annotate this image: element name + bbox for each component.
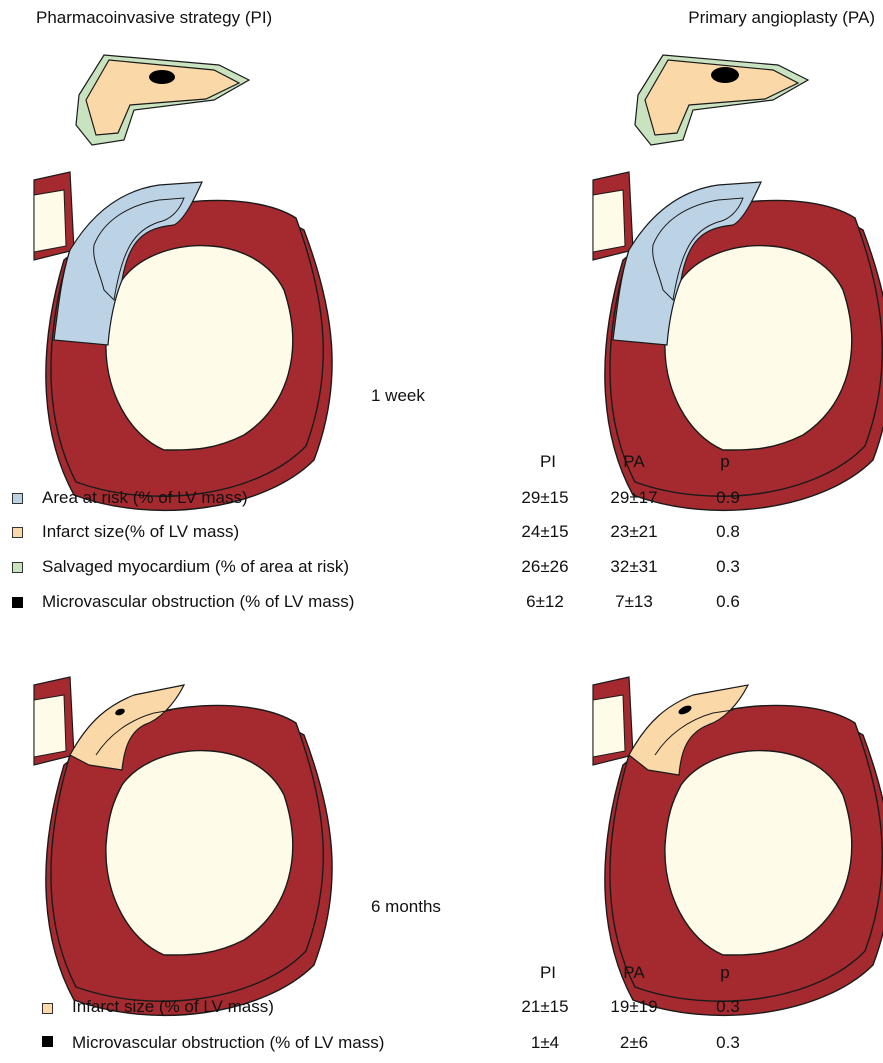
value-pi: 1±4 (505, 1033, 585, 1053)
value-pa: 32±31 (594, 557, 674, 577)
swatch-mvo (42, 1036, 53, 1047)
value-pa: 2±6 (594, 1033, 674, 1053)
left-column-title: Pharmacoinvasive strategy (PI) (36, 8, 272, 28)
swatch-salvaged (12, 562, 23, 573)
value-p: 0.3 (688, 1033, 768, 1053)
value-pa: 7±13 (594, 592, 674, 612)
value-pi: 6±12 (505, 592, 585, 612)
row-label: Microvascular obstruction (% of LV mass) (42, 592, 354, 612)
pi-1week-extracted-segment (76, 55, 249, 145)
col-header-pi: PI (508, 963, 588, 983)
value-p: 0.3 (688, 557, 768, 577)
value-p: 0.8 (688, 522, 768, 542)
col-header-p: p (685, 963, 765, 983)
pa-1week-extracted-segment (635, 55, 808, 145)
value-pa: 29±17 (594, 488, 674, 508)
row-label: Area at risk (% of LV mass) (42, 488, 248, 508)
value-pi: 26±26 (505, 557, 585, 577)
timepoint-label-1week: 1 week (371, 386, 425, 406)
row-label: Microvascular obstruction (% of LV mass) (72, 1033, 384, 1053)
value-pi: 24±15 (505, 522, 585, 542)
value-p: 0.6 (688, 592, 768, 612)
pi-1week-heart-diagram (34, 55, 324, 430)
right-column-title: Primary angioplasty (PA) (688, 8, 875, 28)
swatch-infarct (12, 527, 23, 538)
swatch-infarct (42, 1003, 53, 1014)
row-label: Salvaged myocardium (% of area at risk) (42, 557, 349, 577)
col-header-p: p (685, 452, 765, 472)
value-pa: 19±19 (594, 997, 674, 1017)
pa-1week-heart-diagram (593, 55, 883, 430)
col-header-pa: PA (594, 963, 674, 983)
pa-6months-heart-diagram (593, 655, 883, 945)
col-header-pa: PA (594, 452, 674, 472)
pi-6months-heart-diagram (34, 655, 324, 945)
value-pi: 21±15 (505, 997, 585, 1017)
value-p: 0.3 (688, 997, 768, 1017)
value-pi: 29±15 (505, 488, 585, 508)
swatch-area-at-risk (12, 493, 23, 504)
timepoint-label-6months: 6 months (371, 897, 441, 917)
row-label: Infarct size (% of LV mass) (72, 997, 274, 1017)
row-label: Infarct size(% of LV mass) (42, 522, 239, 542)
value-pa: 23±21 (594, 522, 674, 542)
swatch-mvo (12, 597, 23, 608)
col-header-pi: PI (508, 452, 588, 472)
value-p: 0.9 (688, 488, 768, 508)
